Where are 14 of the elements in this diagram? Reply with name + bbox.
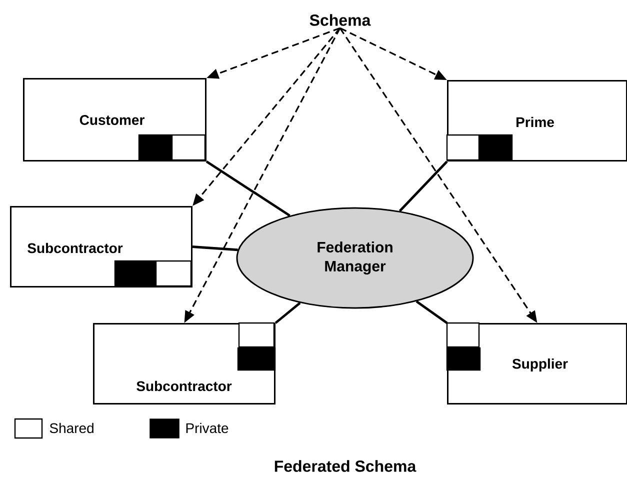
connector-line [274,302,301,324]
box: Supplier [446,322,627,404]
box: Subcontractor [93,322,276,404]
box: Subcontractor [10,206,192,288]
connector-line [416,300,448,324]
caption: Federated Schema [274,460,416,472]
box: Prime [446,80,627,162]
connector-line [206,160,290,217]
connector-line [398,160,448,212]
legend-label: Private [186,422,228,434]
connector-line [192,246,238,252]
schema-label: Schema [310,14,371,26]
legend-label: Shared [50,422,94,434]
box: Customer [23,78,206,162]
